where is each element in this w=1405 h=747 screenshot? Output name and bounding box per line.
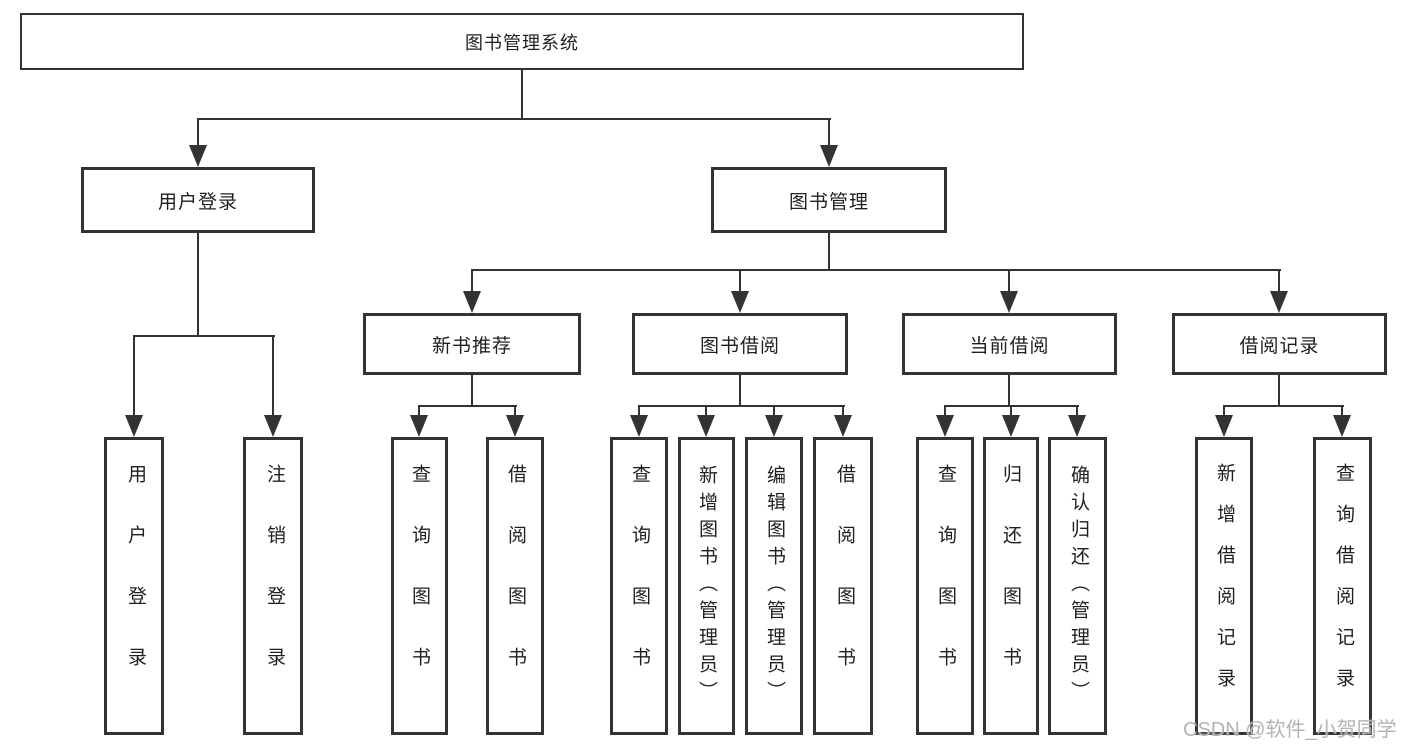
arrowhead-leaf: [630, 415, 648, 437]
arrowhead-leaf: [410, 415, 428, 437]
arrowhead-leaf: [1333, 415, 1351, 437]
connector-book-borrow-stem: [739, 375, 741, 407]
leaf-edit-books-admin: 编辑图书（管理员）: [745, 437, 803, 735]
connector-book-mgmt-rail: [471, 269, 1281, 271]
connector-drop-leaf: [705, 405, 707, 417]
arrowhead-leaf: [1215, 415, 1233, 437]
leaf-query-books-borrowing: 查询图书: [610, 437, 668, 735]
connector-borrow-records-rail: [1224, 405, 1344, 407]
arrowhead-book-mgmt: [820, 145, 838, 167]
leaf-confirm-return-admin: 确认归还（管理员）: [1048, 437, 1107, 735]
leaf-borrow-books-borrowing: 借阅图书: [813, 437, 873, 735]
connector-drop-borrow-records: [1278, 269, 1280, 293]
connector-drop-leaf: [1010, 405, 1012, 417]
node-current-borrowing: 当前借阅: [902, 313, 1117, 375]
connector-book-borrow-rail: [639, 405, 845, 407]
node-root-library-system: 图书管理系统: [20, 13, 1024, 70]
connector-drop-book-borrow: [739, 269, 741, 293]
leaf-add-borrow-record: 新增借阅记录: [1195, 437, 1253, 735]
arrowhead-leaf: [1068, 415, 1086, 437]
node-borrow-records: 借阅记录: [1172, 313, 1387, 375]
leaf-logout: 注销登录: [243, 437, 303, 735]
connector-drop-leaf: [773, 405, 775, 417]
leaf-query-books-current: 查询图书: [916, 437, 974, 735]
node-book-management: 图书管理: [711, 167, 947, 233]
connector-drop-new-books: [471, 269, 473, 293]
arrowhead-leaf: [1002, 415, 1020, 437]
connector-current-borrow-rail: [945, 405, 1079, 407]
leaf-add-books-admin: 新增图书（管理员）: [678, 437, 735, 735]
arrowhead-leaf: [697, 415, 715, 437]
arrowhead-new-books: [463, 291, 481, 313]
connector-current-borrow-stem: [1008, 375, 1010, 407]
connector-drop-leaf: [944, 405, 946, 417]
connector-drop-leaf: [638, 405, 640, 417]
connector-root-stem: [521, 70, 523, 118]
connector-book-mgmt-stem: [828, 233, 830, 271]
node-new-book-recommend: 新书推荐: [363, 313, 581, 375]
connector-drop-leaf: [1341, 405, 1343, 417]
connector-root-rail: [197, 118, 831, 120]
connector-drop-current-borrow: [1008, 269, 1010, 293]
arrowhead-leaf: [936, 415, 954, 437]
connector-drop-leaf: [1223, 405, 1225, 417]
connector-user-login-stem: [197, 233, 199, 337]
arrowhead-borrow-records: [1270, 291, 1288, 313]
leaf-return-books: 归还图书: [983, 437, 1039, 735]
leaf-query-books-recommend: 查询图书: [391, 437, 448, 735]
connector-drop-leaf: [1076, 405, 1078, 417]
node-user-login: 用户登录: [81, 167, 315, 233]
connector-borrow-records-stem: [1278, 375, 1280, 407]
csdn-watermark: CSDN @软件_小贺同学: [1183, 719, 1397, 741]
leaf-query-borrow-record: 查询借阅记录: [1313, 437, 1372, 735]
arrowhead-leaf: [765, 415, 783, 437]
connector-drop-leaf: [418, 405, 420, 417]
leaf-user-login: 用户登录: [104, 437, 164, 735]
leaf-borrow-books-recommend: 借阅图书: [486, 437, 544, 735]
connector-drop-logout-leaf: [272, 335, 274, 417]
arrowhead-logout-leaf: [264, 415, 282, 437]
arrowhead-leaf: [506, 415, 524, 437]
connector-new-books-stem: [471, 375, 473, 407]
arrowhead-login-leaf: [125, 415, 143, 437]
connector-drop-book-mgmt: [828, 118, 830, 148]
connector-drop-login-leaf: [133, 335, 135, 417]
arrowhead-book-borrow: [731, 291, 749, 313]
node-book-borrowing: 图书借阅: [632, 313, 848, 375]
arrowhead-leaf: [834, 415, 852, 437]
arrowhead-current-borrow: [1000, 291, 1018, 313]
connector-user-login-rail: [133, 335, 275, 337]
connector-new-books-rail: [419, 405, 517, 407]
arrowhead-user-login: [189, 145, 207, 167]
connector-drop-leaf: [514, 405, 516, 417]
connector-drop-leaf: [842, 405, 844, 417]
connector-drop-user-login: [197, 118, 199, 148]
